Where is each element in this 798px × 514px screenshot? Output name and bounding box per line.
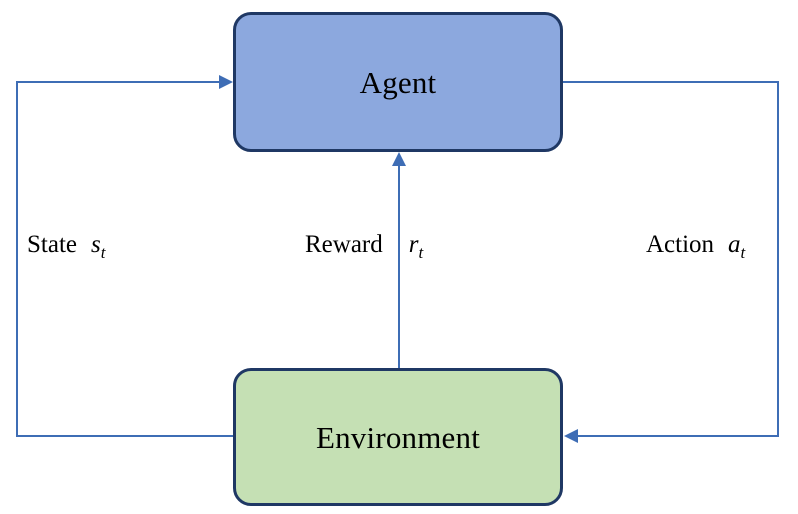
state-label-symbol: st — [91, 231, 106, 262]
state-edge-bottom-segment — [16, 435, 234, 437]
action-label-symbol: at — [728, 231, 746, 262]
reward-label-symbol: rt — [408, 231, 424, 262]
reward-edge-vertical-segment — [398, 165, 400, 368]
action-label-word: Action — [646, 231, 715, 258]
environment-node-label: Environment — [315, 419, 481, 455]
state-edge-top-segment — [16, 81, 219, 83]
state-arrowhead-icon — [219, 75, 233, 89]
state-label-subscript: t — [100, 243, 106, 262]
action-edge-label: Action at — [646, 232, 745, 261]
reward-arrowhead-icon — [392, 152, 406, 166]
agent-node[interactable]: Agent — [233, 12, 563, 152]
state-edge-left-segment — [16, 81, 18, 436]
action-edge-top-segment — [563, 81, 779, 83]
environment-node[interactable]: Environment — [233, 368, 563, 506]
reward-edge-label: Reward rt — [305, 232, 423, 261]
agent-node-label: Agent — [359, 64, 437, 100]
action-label-subscript: t — [740, 243, 746, 262]
state-label-word: State — [27, 231, 77, 258]
action-edge-right-segment — [777, 81, 779, 436]
action-edge-bottom-segment — [578, 435, 779, 437]
reward-label-subscript: t — [418, 243, 424, 262]
reward-label-word: Reward — [305, 231, 383, 258]
action-arrowhead-icon — [564, 429, 578, 443]
